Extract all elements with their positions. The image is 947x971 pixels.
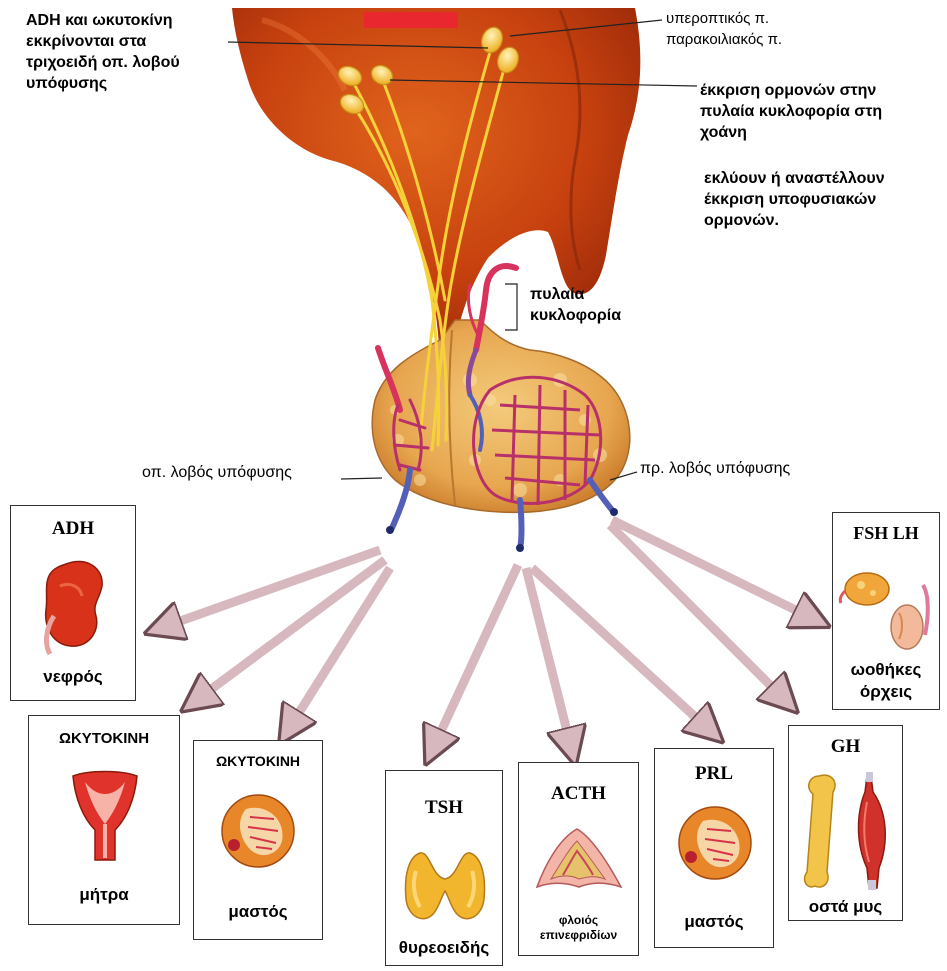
top-left-line-4: υπόφυσης: [26, 73, 180, 94]
organ-uterus: μήτρα: [29, 884, 179, 906]
top-left-line-2: εκκρίνονται στα: [26, 31, 180, 52]
hormone-oxytocin-breast: ΩΚΥΤΟΚΙΝΗ: [194, 753, 322, 769]
organ-adrenal-cortex: φλοιός επινεφριδίων: [519, 913, 638, 943]
posterior-lobe-label: οπ. λοβός υπόφυσης: [142, 462, 292, 483]
secretion-line-2: πυλαία κυκλοφορία στη: [700, 101, 882, 122]
hormone-fsh-lh: FSH LH: [833, 523, 939, 544]
organ-testes: όρχεις: [833, 681, 939, 703]
hormone-oxytocin-uterus: ΩΚΥΤΟΚΙΝΗ: [29, 730, 179, 747]
secretion-line-1: έκκριση ορμονών στην: [700, 80, 882, 101]
effect-label: εκλύουν ή αναστέλλουν έκκριση υποφυσιακώ…: [704, 168, 885, 231]
organ-kidney: νεφρός: [11, 666, 135, 688]
hormone-acth: ACTH: [519, 783, 638, 805]
adrenal-icon: [533, 825, 625, 893]
nuclei-line-1: υπεροπτικός π.: [666, 8, 782, 29]
organ-thyroid: θυρεοειδής: [386, 937, 502, 959]
muscle-icon: [859, 772, 886, 890]
breast-icon: [216, 789, 300, 873]
thyroid-icon: [400, 847, 490, 927]
effect-line-3: ορμονών.: [704, 210, 885, 231]
portal-line-2: κυκλοφορία: [530, 305, 621, 326]
bone-icon: [805, 775, 835, 887]
organ-ovaries: ωοθήκες: [833, 659, 939, 681]
gonads-icon: [837, 565, 937, 655]
kidney-icon: [36, 556, 112, 656]
portal-line-1: πυλαία: [530, 284, 621, 305]
target-box-oxytocin-breast: ΩΚΥΤΟΚΙΝΗ μαστός: [193, 740, 323, 940]
top-left-line-3: τριχοειδή οπ. λοβού: [26, 52, 180, 73]
organ-breast-prl: μαστός: [655, 911, 773, 933]
nuclei-line-2: παρακοιλιακός π.: [666, 29, 782, 50]
target-box-prl: PRL μαστός: [654, 748, 774, 948]
organ-adrenal-line-1: φλοιός: [519, 913, 638, 928]
effect-line-1: εκλύουν ή αναστέλλουν: [704, 168, 885, 189]
top-left-label: ADH και ωκυτοκίνη εκκρίνονται στα τριχοε…: [26, 10, 180, 94]
bone-muscle-icon: [797, 772, 897, 892]
hormone-adh: ADH: [11, 518, 135, 540]
hormone-tsh: TSH: [386, 797, 502, 819]
organ-adrenal-line-2: επινεφριδίων: [519, 928, 638, 943]
hormone-gh: GH: [789, 736, 902, 758]
secretion-line-3: χοάνη: [700, 122, 882, 143]
hormone-prl: PRL: [655, 763, 773, 785]
top-left-line-1: ADH και ωκυτοκίνη: [26, 10, 180, 31]
hormone-arrows: [155, 520, 820, 755]
organ-breast-oxytocin: μαστός: [194, 901, 322, 923]
organ-bones-muscle: οστά μυς: [789, 896, 902, 918]
target-box-fsh-lh: FSH LH ωοθήκες όρχεις: [832, 512, 940, 710]
target-box-acth: ACTH φλοιός επινεφριδίων: [518, 762, 639, 956]
anterior-lobe-label: πρ. λοβός υπόφυσης: [640, 458, 790, 479]
uterus-icon: [69, 768, 141, 868]
ovary-icon: [840, 573, 889, 605]
target-box-gh: GH οστά μυς: [788, 725, 903, 921]
portal-label: πυλαία κυκλοφορία: [530, 284, 621, 326]
target-box-tsh: TSH θυρεοειδής: [385, 770, 503, 966]
effect-line-2: έκκριση υποφυσιακών: [704, 189, 885, 210]
secretion-label: έκκριση ορμονών στην πυλαία κυκλοφορία σ…: [700, 80, 882, 143]
breast-prl-icon: [673, 801, 757, 885]
testis-icon: [891, 585, 928, 649]
target-box-oxytocin-uterus: ΩΚΥΤΟΚΙΝΗ μήτρα: [28, 715, 180, 925]
nuclei-label: υπεροπτικός π. παρακοιλιακός π.: [666, 8, 782, 50]
organ-gonads: ωοθήκες όρχεις: [833, 659, 939, 703]
target-box-adh: ADH νεφρός: [10, 505, 136, 701]
